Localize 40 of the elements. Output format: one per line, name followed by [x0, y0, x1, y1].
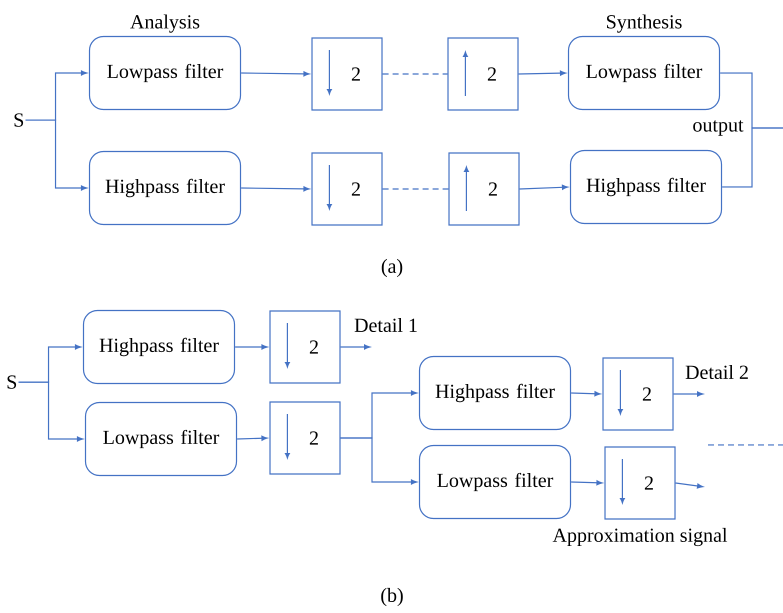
subfigure-caption: (b) — [381, 588, 403, 606]
filter-box: Highpass filter — [82, 310, 236, 384]
sampler-box: 2 — [311, 37, 383, 111]
sampler-box: 2 — [311, 152, 383, 226]
output-label: output — [693, 120, 744, 136]
filter-box: Highpass filter — [570, 150, 722, 224]
arrow — [676, 482, 704, 489]
section-heading: Synthesis — [607, 14, 682, 33]
filter-box: Lowpass filter — [84, 402, 238, 476]
edge-label: Approximation signal — [552, 528, 728, 546]
arrow — [26, 119, 88, 191]
sampler-box: 2 — [448, 152, 520, 226]
filter-box: Highpass filter — [88, 150, 242, 226]
sampler-box: 2 — [269, 401, 341, 475]
section-heading: Analysis — [130, 14, 200, 33]
filter-box: Lowpass filter — [418, 444, 572, 520]
arrow — [18, 381, 84, 442]
arrow — [235, 344, 268, 350]
filter-box: Lowpass filter — [88, 36, 242, 110]
arrow — [340, 344, 370, 350]
sampler-box: 2 — [269, 310, 341, 384]
edge-label: Detail 2 — [686, 364, 748, 380]
arrow — [571, 391, 601, 396]
subfigure-caption: (a) — [382, 258, 402, 278]
arrow — [340, 437, 418, 485]
sampler-box: 2 — [447, 37, 519, 111]
filter-box: Highpass filter — [418, 356, 572, 430]
arrow — [241, 186, 310, 192]
signal-label: S — [14, 113, 24, 127]
signal-label: S — [8, 375, 16, 389]
filter-box: Lowpass filter — [568, 36, 720, 110]
edge-label: Detail 1 — [354, 318, 417, 332]
arrow — [237, 436, 268, 441]
sampler-box: 2 — [602, 357, 674, 431]
sampler-box: 2 — [604, 446, 676, 520]
arrow — [674, 391, 704, 397]
arrow — [241, 71, 310, 76]
arrow — [571, 480, 603, 486]
arrow — [520, 184, 568, 190]
arrow — [518, 70, 566, 76]
